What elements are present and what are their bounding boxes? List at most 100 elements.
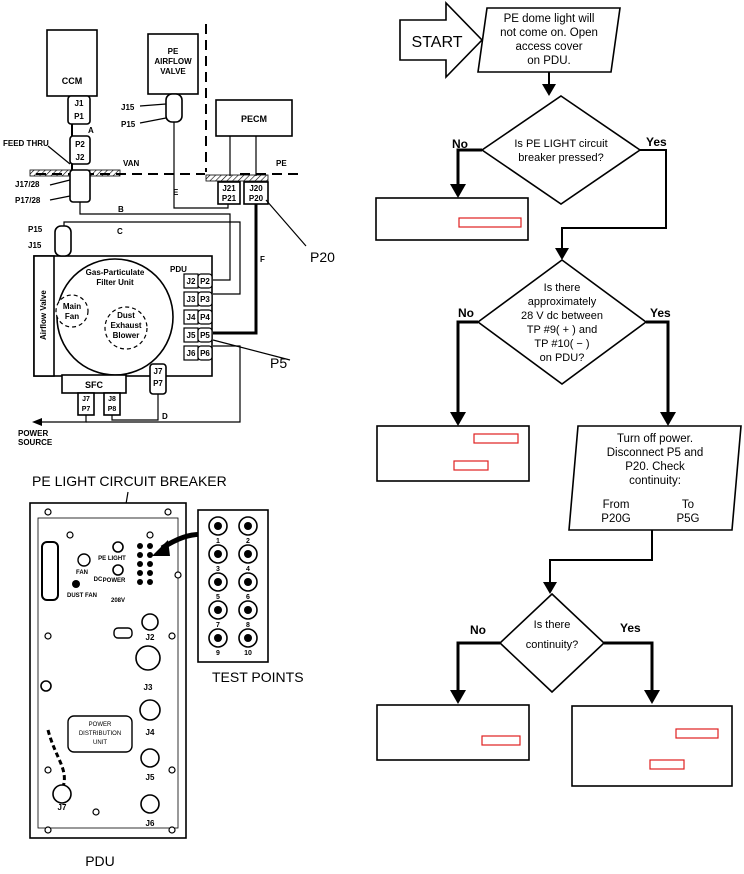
plug-p5 — [197, 327, 213, 343]
start-label: START — [412, 34, 463, 51]
j5-connector — [140, 748, 160, 768]
plug-label-p3: P3 — [200, 295, 210, 304]
test-point-center-5 — [214, 578, 222, 586]
plug-p2 — [197, 273, 213, 289]
p7-label: P7 — [153, 379, 163, 388]
test-point-center-10 — [244, 634, 252, 642]
step2-box — [568, 425, 742, 531]
screw-icon — [92, 808, 100, 816]
test-point-label-4: 4 — [246, 566, 250, 573]
test-point-center-9 — [214, 634, 222, 642]
pe-airflow-valve-box — [147, 33, 199, 95]
screw-icon — [146, 531, 154, 539]
test-point-label-2: 2 — [246, 538, 250, 545]
step2-to-value: P5G — [676, 513, 699, 525]
q3-diamond — [498, 592, 606, 694]
jack-label-j5: J5 — [187, 331, 196, 340]
dust-line2: Exhaust — [110, 321, 141, 330]
panel-test-jack — [137, 579, 143, 585]
pe-light-breaker[interactable] — [112, 541, 124, 553]
jack-label-j4: J4 — [187, 313, 196, 322]
j20-label: J20 — [249, 184, 263, 193]
sfc-label: SFC — [85, 380, 104, 390]
q3-yes-redacted-2 — [649, 759, 685, 770]
wire-f-label: F — [260, 255, 265, 264]
screw-icon — [168, 826, 176, 834]
gpfu-line2: Filter Unit — [96, 278, 134, 287]
j2-connector — [141, 613, 159, 631]
test-point-label-8: 8 — [246, 622, 250, 629]
start-arrow — [399, 1, 484, 79]
pe-light-label: PE LIGHT — [98, 556, 126, 562]
j15-label: J15 — [28, 241, 42, 250]
screw-icon — [168, 766, 176, 774]
q2-line3: 28 V dc between — [521, 310, 603, 322]
pdu-panel-illustration: PE LIGHT CIRCUIT BREAKER FAN DC DUST FAN… — [29, 473, 304, 869]
j7-panel-label: J7 — [58, 803, 67, 812]
switch-toggle[interactable] — [113, 627, 133, 639]
j17-p17-connector — [69, 169, 91, 203]
power-source-line2: SOURCE — [18, 438, 53, 447]
step2-line4: continuity: — [629, 475, 681, 487]
panel-test-jack — [147, 570, 153, 576]
j21-label: J21 — [222, 184, 236, 193]
q3-yes-box — [571, 705, 733, 787]
panel-test-jack — [137, 570, 143, 576]
j2-label: J2 — [76, 153, 85, 162]
main-fan — [55, 294, 89, 328]
plate-line3: UNIT — [93, 740, 107, 746]
q3-yes-label: Yes — [620, 621, 641, 635]
ccm-label: CCM — [62, 76, 83, 86]
step2-from-label: From — [603, 499, 630, 511]
breaker-callout: PE LIGHT CIRCUIT BREAKER — [32, 473, 227, 489]
power-breaker[interactable] — [112, 564, 124, 576]
p1-label: P1 — [74, 112, 84, 121]
pdu-block-label: PDU — [170, 265, 187, 274]
dial-slot — [41, 541, 59, 601]
step1-box — [477, 7, 621, 73]
p20-label: P20 — [249, 194, 264, 203]
q3-no-box — [376, 704, 530, 761]
step2-line1: Turn off power. — [617, 433, 693, 445]
pe-label: PE — [276, 159, 287, 168]
pe-airflow-line1: PE — [168, 47, 179, 56]
wire-d-label: D — [162, 412, 168, 421]
j3-connector — [135, 645, 161, 671]
p2-label: P2 — [75, 140, 85, 149]
test-point-label-10: 10 — [244, 650, 252, 657]
panel-caption: PDU — [85, 853, 115, 869]
j2-panel-label: J2 — [146, 633, 155, 642]
sfc-j7-label: J7 — [82, 396, 90, 403]
q3-line2: continuity? — [526, 639, 579, 651]
q1-diamond — [480, 95, 642, 205]
p15-top-label: P15 — [121, 120, 136, 129]
plate-line2: DISTRIBUTION — [79, 731, 121, 737]
test-point-label-1: 1 — [216, 538, 220, 545]
power-source-line1: POWER — [18, 429, 48, 438]
main-fan-line1: Main — [63, 302, 81, 311]
pecm-label: PECM — [241, 114, 267, 124]
sfc-j8-label: J8 — [108, 396, 116, 403]
p2-j2-connector — [69, 135, 91, 165]
plug-p3 — [197, 291, 213, 307]
q2-line5: TP #10( − ) — [534, 338, 589, 350]
q1-no-label: No — [452, 137, 468, 151]
plug-p4 — [197, 309, 213, 325]
p20-callout: P20 — [310, 249, 335, 265]
p5-callout: P5 — [270, 355, 287, 371]
test-point-center-8 — [244, 606, 252, 614]
panel-test-jack — [147, 579, 153, 585]
dc-label: DC — [94, 577, 103, 583]
j1-p1-connector — [67, 95, 91, 125]
q1-line2: breaker pressed? — [518, 152, 604, 164]
j7-label: J7 — [154, 367, 163, 376]
q2-line4: TP #9( + ) and — [527, 324, 597, 336]
step2-from-value: P20G — [601, 513, 630, 525]
screw-icon — [164, 508, 172, 516]
panel-screws — [44, 508, 182, 834]
step1-line1: PE dome light will — [504, 13, 595, 25]
main-fan-line2: Fan — [65, 312, 79, 321]
plug-label-p6: P6 — [200, 349, 210, 358]
